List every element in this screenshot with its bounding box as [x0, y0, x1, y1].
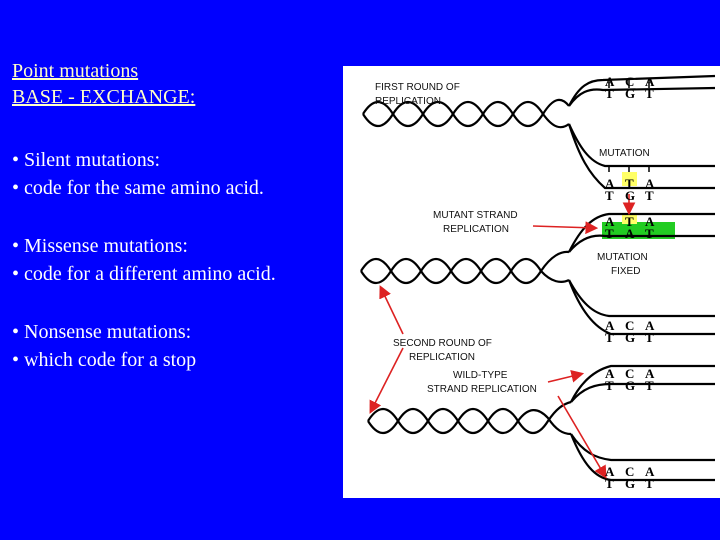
base-letter: G: [625, 330, 635, 345]
base-letter: G: [625, 188, 635, 203]
label-wild-type: WILD-TYPE: [453, 370, 508, 381]
base-letter: C: [625, 318, 634, 333]
base-letter: T: [625, 176, 634, 191]
base-letter: A: [645, 366, 655, 381]
base-letter: T: [645, 378, 654, 393]
base-letter: A: [645, 214, 655, 229]
base-letter: A: [605, 176, 615, 191]
fork-lower-inner: [569, 433, 715, 482]
base-letter: T: [605, 378, 614, 393]
bullet-silent: • Silent mutations: • code for the same …: [12, 146, 264, 202]
helix-strand: [362, 98, 570, 128]
base-letter: A: [605, 74, 615, 89]
bullet-detail: • code for the same amino acid.: [12, 177, 264, 199]
replication-diagram-svg: FIRST ROUND OF REPLICATION MUTATION MUTA…: [360, 74, 716, 491]
fork-upper: [568, 234, 715, 253]
base-letter: C: [625, 464, 634, 479]
base-letter: T: [645, 188, 654, 203]
base-letter: A: [605, 214, 615, 229]
arrow-wild-type-lower: [557, 395, 607, 479]
fork-upper-inner: [570, 382, 715, 403]
base-letter: T: [645, 330, 654, 345]
base-letter: T: [605, 188, 614, 203]
base-letter: A: [645, 74, 655, 89]
bullet-heading: • Nonsense mutations:: [12, 321, 192, 343]
mutant-base-highlight: [622, 214, 637, 224]
base-letter: A: [645, 318, 655, 333]
bullet-heading: • Missense mutations:: [12, 235, 188, 257]
helix-strand: [367, 407, 572, 436]
bullet-missense: • Missense mutations: • code for a diffe…: [12, 232, 276, 288]
fork-upper: [570, 364, 715, 403]
base-letter: A: [605, 318, 615, 333]
fork-lower-inner: [567, 123, 715, 190]
base-letter: G: [625, 378, 635, 393]
base-letter: T: [645, 226, 654, 241]
label-mutation-fixed: MUTATION: [597, 252, 648, 263]
label-mutation: MUTATION: [599, 148, 650, 159]
bullet-detail: • code for a different amino acid.: [12, 263, 276, 285]
base-letter: T: [605, 86, 614, 101]
base-letter: A: [605, 464, 615, 479]
fork-upper-inner: [568, 86, 716, 107]
helix-strand: [360, 250, 570, 285]
label-wild-type-2: STRAND REPLICATION: [427, 384, 537, 395]
label-second-round-2: REPLICATION: [409, 352, 475, 363]
fork-lower: [568, 279, 715, 318]
label-first-round-2: REPLICATION: [375, 96, 441, 107]
base-letter: T: [645, 476, 654, 491]
arrow-second-round-up: [379, 285, 404, 335]
fork-lower-inner: [567, 279, 715, 336]
fixed-mutation-highlight: [602, 222, 675, 239]
base-letter: C: [625, 74, 634, 89]
replication-diagram: FIRST ROUND OF REPLICATION MUTATION MUTA…: [343, 66, 720, 498]
arrow-mutant-replication: [532, 221, 599, 235]
arrow-wild-type: [547, 370, 585, 383]
base-letter: G: [625, 86, 635, 101]
base-letter: T: [605, 226, 614, 241]
base-letter: T: [605, 476, 614, 491]
bullet-nonsense: • Nonsense mutations: • which code for a…: [12, 318, 196, 374]
base-letter: A: [625, 226, 635, 241]
fork-lower: [567, 123, 715, 168]
base-letter: T: [625, 214, 634, 229]
base-letter: A: [645, 464, 655, 479]
base-letter: T: [645, 86, 654, 101]
title-line-1: Point mutations: [12, 60, 139, 82]
label-first-round: FIRST ROUND OF: [375, 82, 460, 93]
title-line-2: BASE - EXCHANGE:: [12, 86, 196, 108]
base-letter: C: [625, 366, 634, 381]
helix-strand: [360, 257, 570, 285]
base-letter: T: [605, 330, 614, 345]
mutation-highlight: [622, 172, 637, 186]
base-letter: A: [645, 176, 655, 191]
helix-strand: [362, 100, 570, 129]
label-mutation-fixed-2: FIXED: [611, 266, 640, 277]
base-letter: A: [605, 366, 615, 381]
label-mutant-strand: MUTANT STRAND: [433, 210, 518, 221]
bullet-detail: • which code for a stop: [12, 349, 197, 371]
arrow-second-round-down: [369, 347, 404, 414]
slide-title: Point mutations BASE - EXCHANGE:: [12, 58, 195, 110]
label-second-round: SECOND ROUND OF: [393, 338, 492, 349]
bullet-heading: • Silent mutations:: [12, 149, 161, 171]
helix-strand: [367, 400, 572, 435]
label-mutant-strand-2: REPLICATION: [443, 224, 509, 235]
base-letter: G: [625, 476, 635, 491]
